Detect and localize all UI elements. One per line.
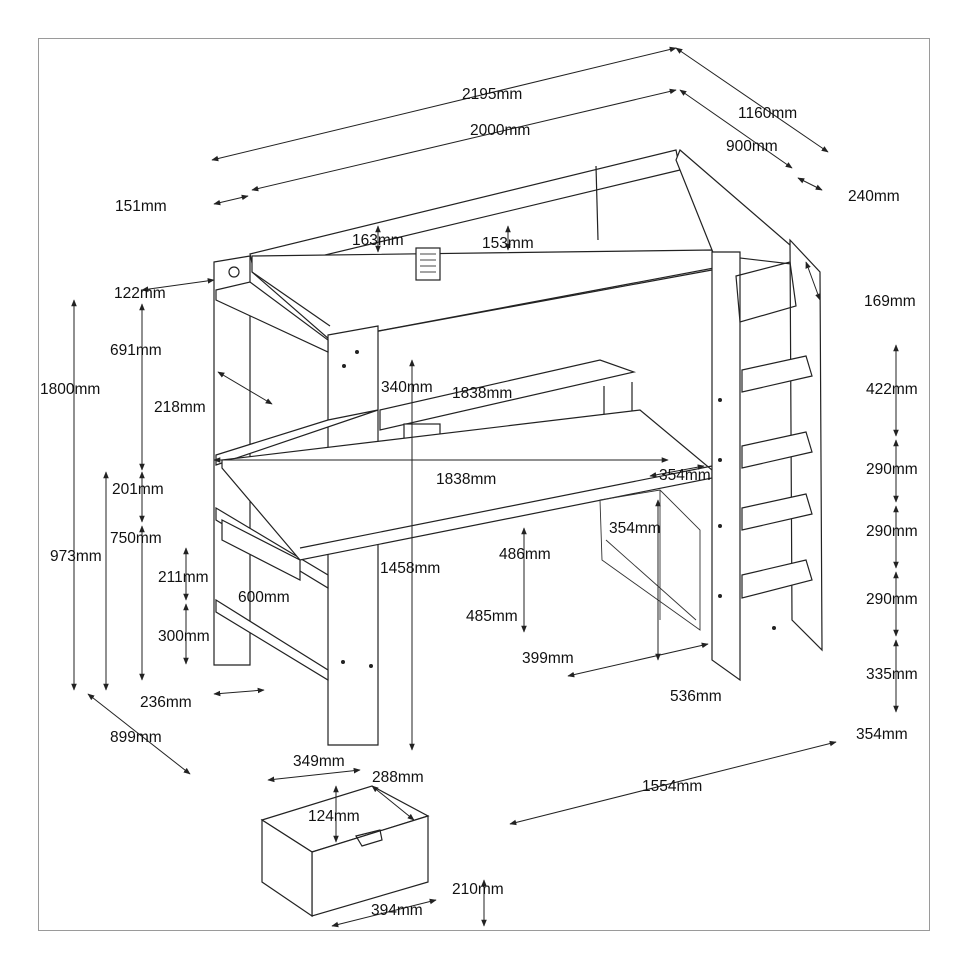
dim-label-349: 349mm: [293, 753, 345, 770]
dim-label-2000: 2000mm: [470, 122, 530, 139]
dim-label-340: 340mm: [381, 379, 433, 396]
drawer: [260, 785, 430, 918]
dim-label-124: 124mm: [308, 808, 360, 825]
dim-label-691: 691mm: [110, 342, 162, 359]
dim-label-394: 394mm: [371, 902, 423, 919]
dim-label-536: 536mm: [670, 688, 722, 705]
dim-label-151: 151mm: [115, 198, 167, 215]
dimension-labels: 2195mm 1160mm 2000mm 900mm 151mm 240mm 1…: [40, 86, 918, 919]
dim-label-354-base: 354mm: [856, 726, 908, 743]
dim-label-290-b: 290mm: [866, 523, 918, 540]
dim-label-1458: 1458mm: [380, 560, 440, 577]
ladder-rung-3: [741, 493, 813, 531]
dim-label-354-desk: 354mm: [659, 467, 711, 484]
desk-upper-shelf: [379, 359, 637, 431]
dim-label-1160: 1160mm: [738, 105, 797, 122]
right-end-panel: [675, 148, 802, 266]
dim-label-201: 201mm: [112, 481, 164, 498]
ladder-rung-2: [741, 431, 813, 469]
ladder-rung-1: [741, 355, 813, 393]
dim-label-2195: 2195mm: [462, 86, 522, 103]
dimension-lines: [71, 46, 899, 928]
drawing-frame: [38, 38, 930, 931]
dim-label-486: 486mm: [499, 546, 551, 563]
ladder-side-rail: [711, 251, 741, 682]
dim-label-300: 300mm: [158, 628, 210, 645]
dim-label-899: 899mm: [110, 729, 162, 746]
dim-label-1554: 1554mm: [642, 778, 702, 795]
dim-label-354-leg: 354mm: [609, 520, 661, 537]
dim-label-399: 399mm: [522, 650, 574, 667]
ladder-rung-4: [741, 559, 813, 599]
dim-label-485: 485mm: [466, 608, 518, 625]
dim-label-600: 600mm: [238, 589, 290, 606]
dim-label-290-a: 290mm: [866, 461, 918, 478]
dim-label-422: 422mm: [866, 381, 918, 398]
dim-label-236: 236mm: [140, 694, 192, 711]
desk-apron: [221, 519, 301, 581]
dim-label-1838-lower: 1838mm: [436, 471, 496, 488]
dim-label-973: 973mm: [50, 548, 102, 565]
bed-front-rail: [251, 249, 715, 341]
left-top-shelf: [215, 281, 329, 353]
dim-label-288: 288mm: [372, 769, 424, 786]
dim-label-335: 335mm: [866, 666, 918, 683]
dim-label-163: 163mm: [352, 232, 404, 249]
dim-label-1838-upper: 1838mm: [452, 385, 512, 402]
dim-label-240: 240mm: [848, 188, 900, 205]
dim-label-900: 900mm: [726, 138, 778, 155]
dim-label-290-c: 290mm: [866, 591, 918, 608]
dim-label-211: 211mm: [158, 569, 209, 586]
vent-grille: [415, 247, 441, 281]
dim-label-218: 218mm: [154, 399, 206, 416]
dim-label-153: 153mm: [482, 235, 534, 252]
left-bottom-shelf: [215, 598, 329, 682]
dim-label-750: 750mm: [110, 530, 162, 547]
dim-label-169: 169mm: [864, 293, 916, 310]
dim-label-1800: 1800mm: [40, 381, 100, 398]
dim-label-210: 210mm: [452, 881, 504, 898]
dim-label-122: 122mm: [114, 285, 166, 302]
